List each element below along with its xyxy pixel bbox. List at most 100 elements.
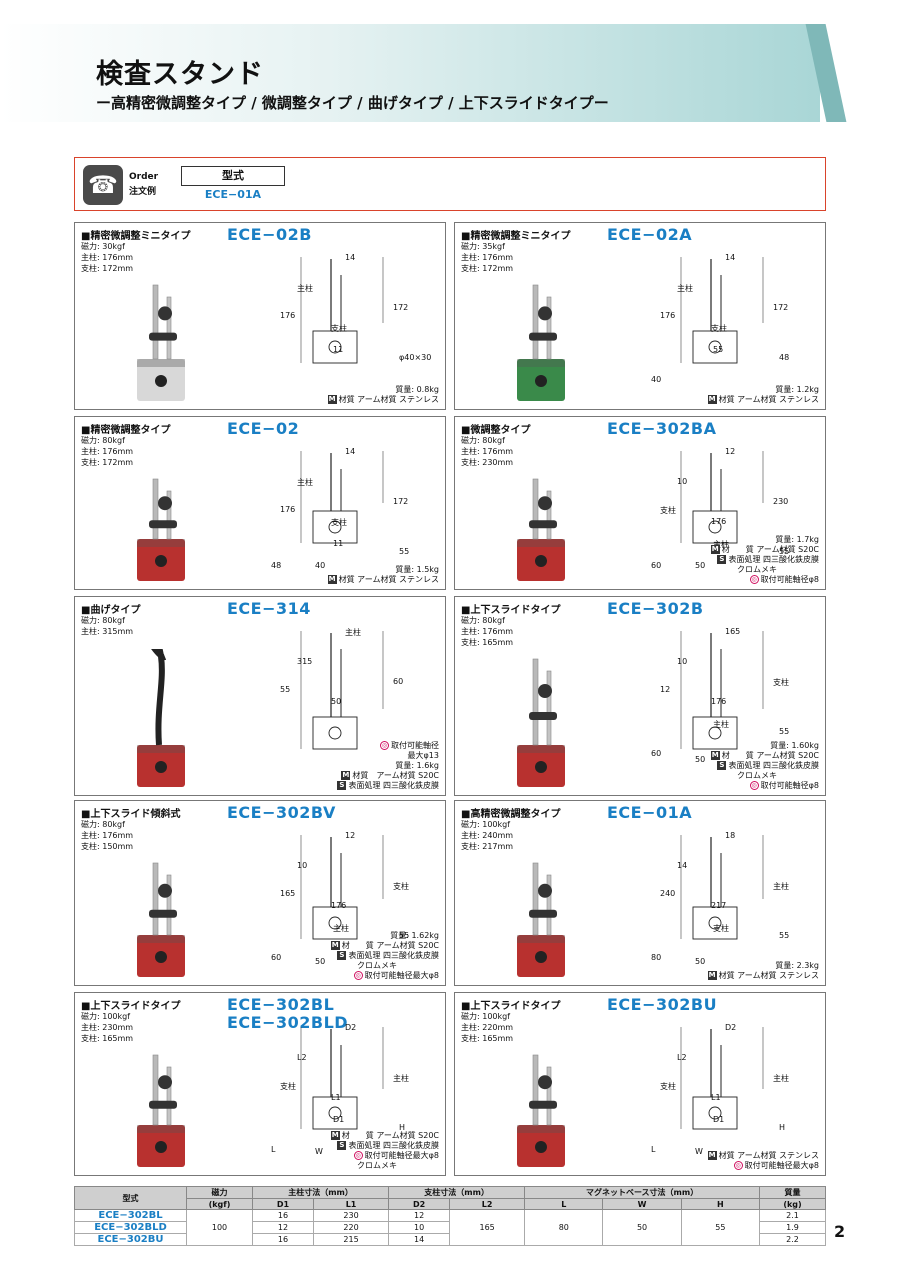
cell-mass: 2.1 xyxy=(759,1209,826,1222)
panel-model-secondary: ECE−302BLD xyxy=(227,1013,349,1032)
panel-type-label: ■精密微調整ミニタイプ xyxy=(461,231,571,242)
panel-model: ECE−02B xyxy=(227,225,312,244)
panel-spec: 支柱: 172mm xyxy=(81,264,134,273)
th-l: L xyxy=(524,1198,604,1210)
panel-note-text: 質量: 1.62kg xyxy=(390,931,439,940)
dimension-label: 50 xyxy=(695,561,706,570)
dimension-label: W xyxy=(315,1147,323,1156)
order-label-ja: 注文例 xyxy=(129,187,157,197)
dimension-label: 主柱 xyxy=(333,924,349,933)
dimension-label: 主柱 xyxy=(297,478,313,487)
dimension-label: 217 xyxy=(711,901,727,910)
product-photo xyxy=(517,284,565,401)
dimension-label: D2 xyxy=(345,1023,357,1032)
mount-info-icon: ◎ xyxy=(380,741,389,750)
dimension-drawing xyxy=(300,257,384,364)
panel-spec: 支柱: 230mm xyxy=(461,458,514,467)
material-badge-icon: M xyxy=(327,575,337,584)
table-row: ECE−302BL 100 16 230 12 165 80 50 55 2.1 xyxy=(74,1209,826,1246)
dimension-label: L xyxy=(651,1145,656,1154)
cell-d1: 16 xyxy=(252,1233,314,1246)
panel-type-label: ■曲げタイプ xyxy=(81,605,141,616)
dimension-label: 支柱 xyxy=(660,1082,676,1091)
dimension-label: L2 xyxy=(297,1053,307,1062)
panel-spec: 磁力: 80kgf xyxy=(81,820,125,829)
dimension-label: 55 xyxy=(779,931,790,940)
panel-note: ◎取付可能軸径φ8 xyxy=(749,780,819,791)
panel-note: 質量: 1.2kg xyxy=(775,384,819,395)
surface-badge-icon: S xyxy=(337,1141,347,1150)
page-title: 検査スタンド xyxy=(96,59,264,90)
dimension-label: 80 xyxy=(651,953,662,962)
dimension-label: D1 xyxy=(713,1115,725,1124)
material-badge-icon: M xyxy=(710,545,720,554)
panel-type-label: ■上下スライド傾斜式 xyxy=(81,809,181,820)
panel-note-text: 材質 アーム材質 ステンレス xyxy=(338,395,439,404)
panel-note-text: 材質 アーム材質 ステンレス xyxy=(718,1151,819,1160)
panel-note-text: 材 質 アーム材質 S20C xyxy=(721,751,819,760)
th-sub-column: 支柱寸法（mm） xyxy=(388,1186,526,1199)
panel-note: 質量: 0.8kg xyxy=(395,384,439,395)
panel-note-text: クロムメキ xyxy=(737,771,777,780)
dimension-label: 12 xyxy=(660,685,671,694)
dimension-label: 14 xyxy=(345,253,356,262)
panel-note-text: 材 質 アーム材質 S20C xyxy=(721,545,819,554)
panel-model: ECE−02 xyxy=(227,419,300,438)
panel-note-text: クロムメキ xyxy=(737,565,777,574)
dimension-label: 主柱 xyxy=(773,1074,789,1083)
dimension-label: 主柱 xyxy=(677,284,693,293)
product-photo xyxy=(517,478,565,581)
panel-model: ECE−302BL xyxy=(227,995,335,1014)
dimension-label: 176 xyxy=(711,697,727,706)
panel-spec: 主柱: 176mm xyxy=(81,447,134,456)
dimension-label: 55 xyxy=(713,345,724,354)
dimension-label: 60 xyxy=(271,953,282,962)
dimension-drawing xyxy=(300,631,384,750)
cell-model: ECE−302BLD xyxy=(74,1221,187,1234)
panel-spec: 主柱: 315mm xyxy=(81,627,134,636)
dimension-label: 支柱 xyxy=(331,518,347,527)
dimension-label: 10 xyxy=(297,861,308,870)
dimension-label: 176 xyxy=(280,311,296,320)
panel-note-text: 取付可能軸径 xyxy=(391,741,439,750)
mount-info-icon: ◎ xyxy=(733,1161,743,1170)
panel-note: 質量: 1.60kg xyxy=(770,740,819,751)
cell-w: 50 xyxy=(602,1209,682,1246)
panel-model: ECE−01A xyxy=(607,803,693,822)
material-badge-icon: M xyxy=(330,1131,340,1140)
panel-note-text: クロムメキ xyxy=(357,961,397,970)
page-number: 2 xyxy=(834,1222,846,1241)
th-d1: D1 xyxy=(252,1198,314,1210)
panel-note-text: 質量: 1.7kg xyxy=(775,535,819,544)
panel-spec: 磁力: 80kgf xyxy=(81,436,125,445)
dimension-label: 50 xyxy=(695,755,706,764)
dimension-label: 176 xyxy=(711,517,727,526)
dimension-label: 48 xyxy=(779,353,790,362)
dimension-label: 172 xyxy=(393,497,409,506)
material-badge-icon: M xyxy=(330,941,340,950)
dimension-label: H xyxy=(399,1123,406,1132)
dimension-label: 50 xyxy=(315,957,326,966)
mount-info-icon: ◎ xyxy=(353,971,363,980)
dimension-label: 315 xyxy=(297,657,313,666)
panel-note-text: 取付可能軸径最大φ8 xyxy=(364,1151,439,1160)
panel-note: クロムメキ xyxy=(737,770,777,781)
dimension-label: 主柱 xyxy=(713,540,729,549)
panel-spec: 支柱: 217mm xyxy=(461,842,514,851)
panel-note: クロムメキ xyxy=(737,564,777,575)
dimension-drawing xyxy=(680,451,764,544)
dimension-label: 165 xyxy=(725,627,741,636)
dimension-label: 60 xyxy=(651,561,662,570)
panel-model: ECE−02A xyxy=(607,225,693,244)
material-badge-icon: M xyxy=(327,395,337,404)
dimension-label: D2 xyxy=(725,1023,737,1032)
panel-note-text: 質量: 0.8kg xyxy=(395,385,439,394)
